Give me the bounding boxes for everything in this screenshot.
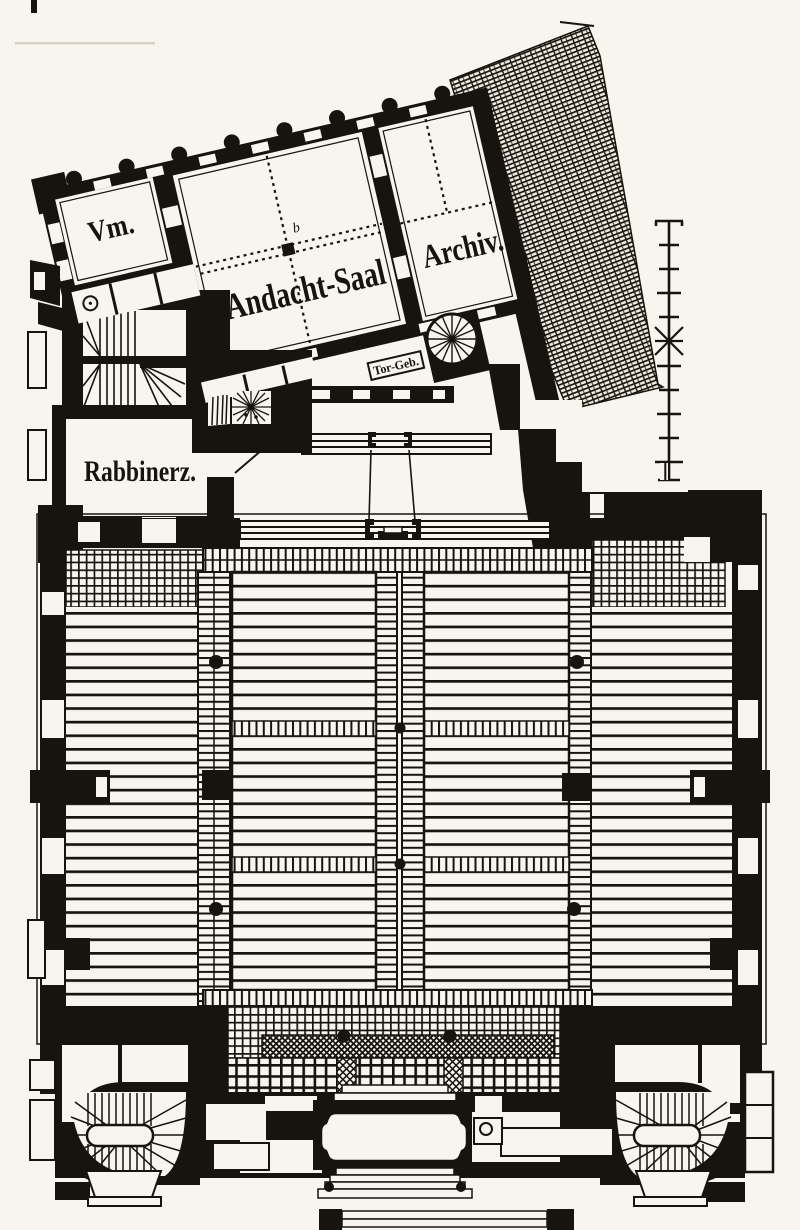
svg-text:b: b	[291, 220, 301, 236]
svg-text:Rabbinerz.: Rabbinerz.	[84, 455, 196, 488]
